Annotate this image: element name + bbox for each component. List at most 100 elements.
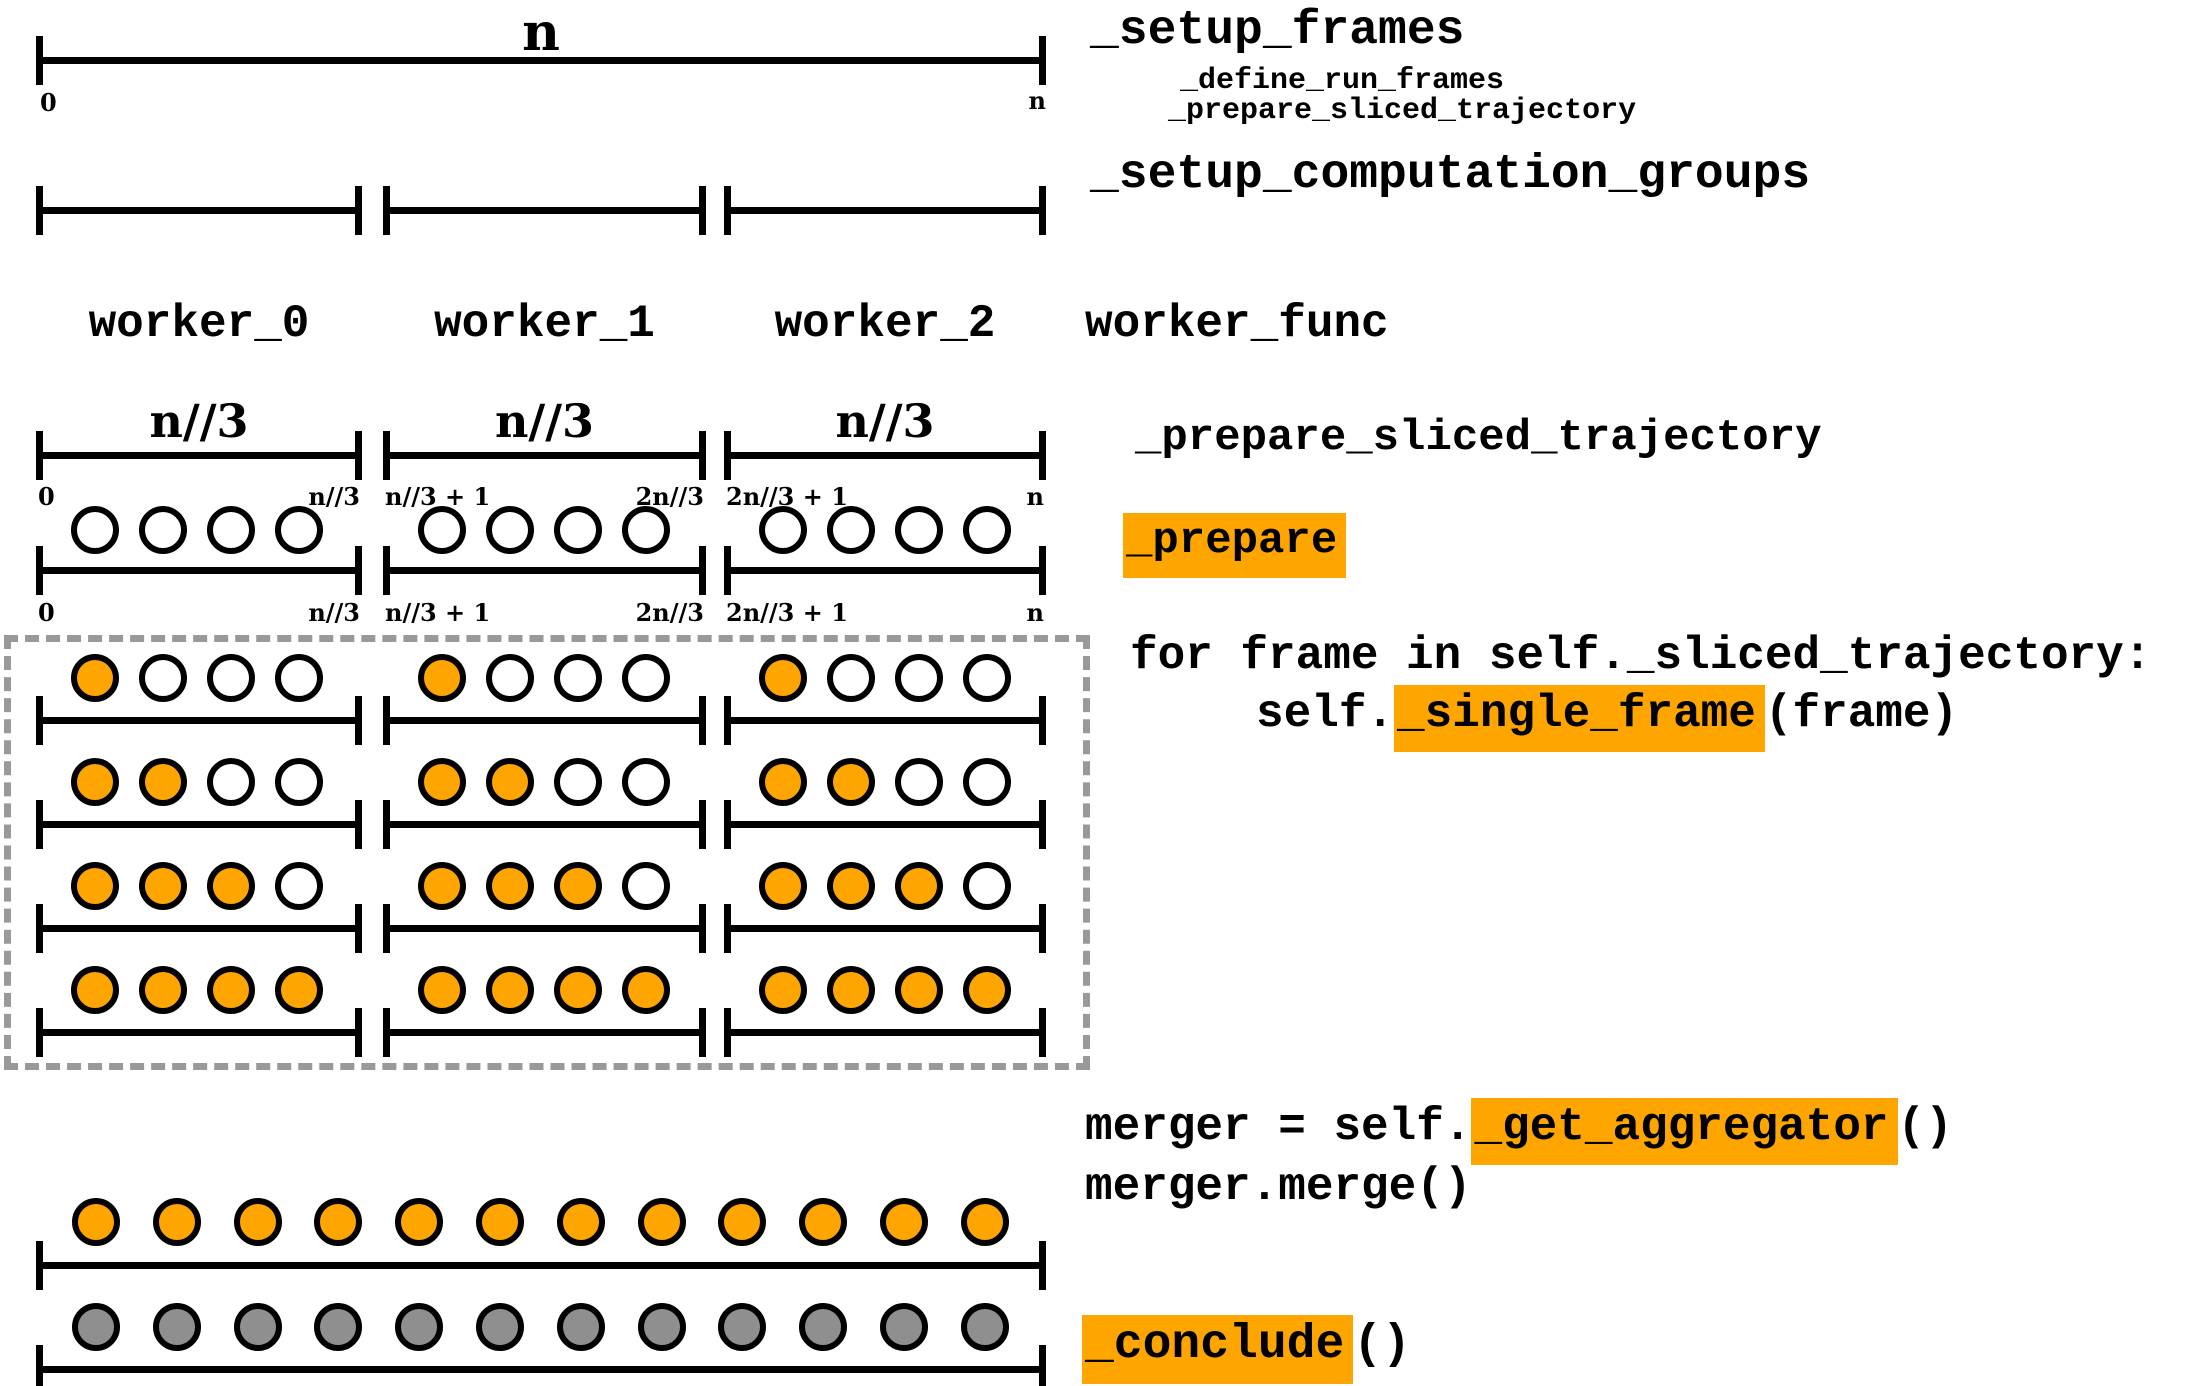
full-range-label: n [522,2,560,63]
concluded-frame [72,1303,120,1351]
progress-row-3-worker-2-frame [895,966,943,1014]
ruler-end-tick [699,1008,706,1057]
progress-row-1-worker-0-frame [139,758,187,806]
ruler-end-tick [355,696,362,745]
progress-row-3-worker-1-frame [622,966,670,1014]
merged-frame [152,1198,201,1246]
merged-frame [799,1198,848,1246]
progress-row-3-worker-2-frame [963,966,1011,1014]
worker-1-frame [486,506,534,554]
tick-label-end: n [1026,482,1044,511]
conclude-highlight: _conclude [1082,1315,1354,1384]
progress-row-1-worker-2-frame [963,758,1011,806]
concluded-frame [960,1303,1009,1351]
progress-row-0-ruler-0 [36,696,362,745]
ruler-end-tick [699,696,706,745]
progress-row-2-worker-2-frame [759,862,807,910]
progress-row-3-ruler-2 [724,1008,1046,1057]
ruler-start-tick [383,1008,390,1057]
progress-row-1-worker-1-frame [486,758,534,806]
progress-row-0-worker-1-frame [418,654,466,702]
progress-row-2-worker-1-frame [418,862,466,910]
get-aggregator-line: merger = self._get_aggregator() [1085,1098,1953,1165]
ruler-line [383,821,706,828]
merged-frame [637,1198,686,1246]
ruler-start-tick [383,546,390,595]
concluded-frames-ruler [36,1345,1046,1386]
ruler-end-tick [355,431,362,480]
progress-row-2-worker-2-frame [827,862,875,910]
ruler-line [383,717,706,724]
progress-row-1-worker-2-frame [895,758,943,806]
full-ruler-end-tick-label: n [1028,86,1046,115]
ruler-end-tick [355,904,362,953]
progress-row-1-worker-1-frame [622,758,670,806]
progress-row-1-worker-1-frame [554,758,602,806]
ruler-start-tick [383,431,390,480]
merged-frame [395,1198,444,1246]
progress-row-0-worker-2-frame [827,654,875,702]
progress-row-0-worker-2-frame [963,654,1011,702]
ruler-end-tick [699,186,706,235]
for-loop-line: for frame in self._sliced_trajectory: [1130,630,2152,682]
setup-frames-label: _setup_frames [1090,4,1465,58]
ruler-start-tick [36,36,43,85]
tick-label-start: n//3 + 1 [385,598,491,627]
progress-row-3-worker-1-frame [418,966,466,1014]
prepare-highlight: _prepare [1123,513,1347,578]
progress-row-0-ruler-2 [724,696,1046,745]
progress-row-2-worker-1-frame [486,862,534,910]
progress-row-3-worker-2-frame [827,966,875,1014]
progress-row-0-worker-2-frame [759,654,807,702]
ruler-line [724,452,1046,459]
tick-label-end: n [1026,598,1044,627]
tick-label-start: 0 [38,598,55,627]
progress-row-2-ruler-0 [36,904,362,953]
progress-row-1-worker-2-frame [827,758,875,806]
progress-row-2-worker-2-frame [963,862,1011,910]
ruler-end-tick [1039,36,1046,85]
concluded-frame [233,1303,282,1351]
tick-label-end: 2n//3 [635,598,704,627]
ruler-start-tick [36,186,43,235]
worker-2-frame [827,506,875,554]
ruler-start-tick [724,800,731,849]
progress-row-3-worker-0-frame [207,966,255,1014]
tick-label-end: n//3 [308,598,360,627]
progress-row-0-worker-2-frame [895,654,943,702]
merged-frame [960,1198,1009,1246]
prepare-sliced-trajectory-label: _prepare_sliced_trajectory [1135,413,1822,463]
progress-row-1-worker-0-frame [275,758,323,806]
ruler-line [383,567,706,574]
worker-2-frame [759,506,807,554]
ruler-start-tick [724,696,731,745]
iteration-loop-box [4,635,1090,1070]
progress-row-3-ruler-0 [36,1008,362,1057]
progress-row-3-worker-0-frame [71,966,119,1014]
progress-row-1-ruler-2 [724,800,1046,849]
get-aggregator-post: () [1897,1101,1953,1153]
ruler-line [724,1029,1046,1036]
ruler-start-tick [36,800,43,849]
ruler-start-tick [36,1241,43,1290]
concluded-frame [476,1303,524,1351]
progress-row-2-worker-0-frame [139,862,187,910]
ruler-start-tick [383,800,390,849]
progress-row-1-ruler-0 [36,800,362,849]
merged-frames-ruler [36,1241,1046,1290]
progress-row-3-ruler-1 [383,1008,706,1057]
merged-frame [233,1198,282,1246]
ruler-start-tick [724,1008,731,1057]
setup-computation-groups-label: _setup_computation_groups [1090,148,1811,202]
ruler-line [724,717,1046,724]
ruler-line [724,925,1046,932]
progress-row-0-worker-1-frame [554,654,602,702]
progress-row-0-worker-0-frame [139,654,187,702]
ruler-line [724,821,1046,828]
ruler-start-tick [724,904,731,953]
tick-label-start: 0 [38,482,55,511]
get-aggregator-highlight: _get_aggregator [1471,1098,1898,1165]
worker-0-frame [207,506,255,554]
ruler-line [383,925,706,932]
